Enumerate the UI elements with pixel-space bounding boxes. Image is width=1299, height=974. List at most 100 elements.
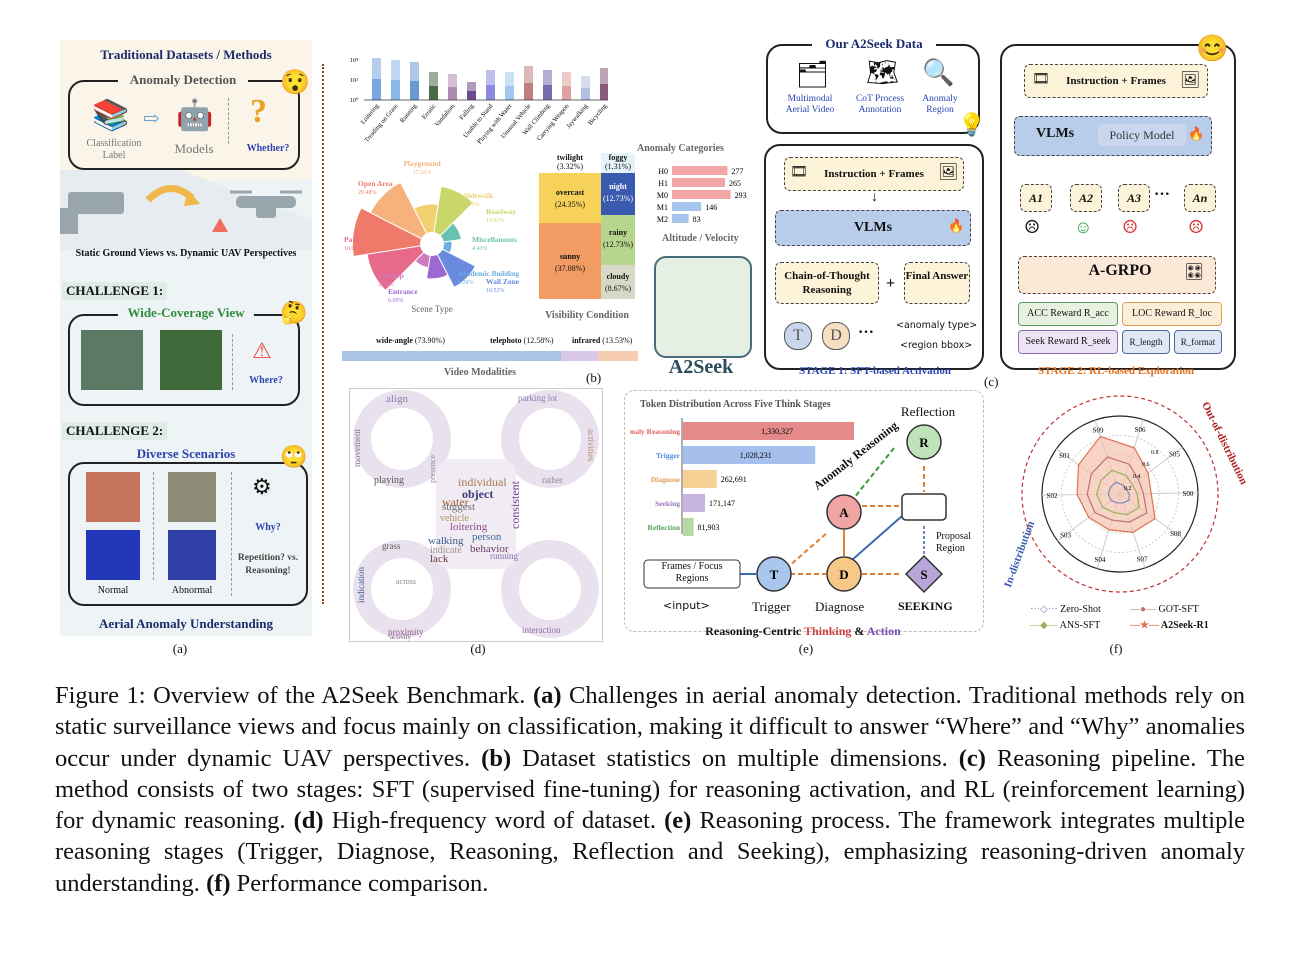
stage1-box [764,144,984,370]
node-a-label: A [839,505,849,520]
rose-hole [420,232,444,256]
divider [228,98,229,144]
token-stage-label: Anomaly Reasoning [630,427,680,436]
word: grass [382,541,401,551]
scene-slice [352,207,434,258]
category-bar-top [505,72,514,86]
data-item: Multimodal Aerial Video [785,94,835,115]
word: consistent [508,481,522,529]
vis-rainy: rainy(12.73%) [601,215,635,265]
token-value: 1,028,231 [740,451,772,460]
vis-night: night(12.73%) [601,173,635,215]
aerial-image-1 [81,330,143,390]
altitude-value: 293 [735,191,747,200]
normal-heatmap [86,530,140,580]
proposal-region-box [901,493,947,521]
category-label: Bicycling [587,102,608,126]
node-s-label: S [920,567,927,582]
reward-length: R_length [1122,330,1170,354]
scene-label: Open Area [358,179,393,188]
altitude-value: 83 [693,215,701,224]
repetition-label: Repetition? vs. Reasoning! [237,553,299,576]
arrow-right-icon: ⇨ [143,108,160,130]
stage2-box [1000,44,1236,370]
word: object [462,487,494,501]
camera-icon [68,192,124,214]
category-bar [486,85,495,100]
node-r-label: R [919,435,929,450]
stage2-vlms-label: VLMs [1036,126,1075,141]
scene-slice [431,185,474,246]
word: indicate [430,545,462,556]
category-bar-top [562,72,571,86]
surprised-face-icon: 😯 [280,70,310,96]
edge-r-a [853,447,895,499]
happy-face-icon: ☺ [1074,217,1093,237]
map-annotation-icon: 🗺 [866,58,900,87]
scene-pct: 2.58% [378,282,394,288]
normal-label: Normal [97,585,129,596]
category-bar [600,84,608,100]
radar-tick: 0.8 [1151,450,1159,456]
radar-tick: 0.2 [1124,486,1132,492]
word: vehicle [440,513,469,524]
diagnose-label: Diagnose [815,599,865,614]
radar-series [1076,435,1156,534]
film-icon: 🎞 [1032,72,1050,87]
token-bar [683,518,694,536]
category-label: Erratic [421,103,438,121]
token-d-icon: D [822,322,850,350]
radar-axis-label: S08 [1170,530,1181,538]
legend-zero-shot: ···◇··· Zero-Shot [1030,604,1101,615]
scene-label: Entrance [388,287,418,296]
reflection-label: Reflection [900,404,956,419]
stage1-instruction-box: Instruction + Frames [784,157,964,191]
radar-axis-label: S09 [1093,427,1104,435]
category-bar [581,88,590,100]
fire-icon: 🔥 [1188,126,1205,141]
token-stage-label: Reflection [648,523,681,532]
lightbulb-icon: 💡 [958,112,986,137]
policy-model: Policy Model [1098,124,1186,146]
ellipsis: ··· [858,324,875,341]
radar-series-polygon [1095,469,1140,516]
scene-label: Playground [403,159,441,168]
scene-pct: 1.29% [458,280,474,286]
drone-silhouette [353,390,599,638]
category-bar-top [524,66,533,83]
reward-loc: LOC Reward R_loc [1122,302,1222,326]
node-t [756,556,792,592]
legend-ans-sft: —◆— ANS-SFT [1030,620,1101,631]
divider [322,64,324,604]
word-cloud: align parking lot movement activities pl… [349,388,603,642]
scene-label: Park [344,235,361,244]
radar-axis-label: S06 [1135,426,1146,434]
anomaly-detection-title: Anomaly Detection [118,72,248,88]
panel-a-label: (a) [172,641,188,656]
scene-slice [369,181,434,246]
word: proximity [388,627,424,637]
category-bar-top [486,70,495,85]
wide-coverage-title: Wide-Coverage View [118,305,254,321]
question-mark-icon: ? [250,93,267,130]
abnormal-heatmap [168,530,216,580]
word: interaction [522,625,561,635]
panel-e-caption: Reasoning-Centric Thinking & Action [705,624,901,638]
category-label: Falling [458,102,476,121]
scene-pct: 10.52% [486,288,505,294]
drone-icon [236,196,296,208]
word: lack [430,553,449,565]
frames-focus-box [643,559,741,589]
modality-wide-angle [342,351,561,361]
radar-axis-label: S03 [1060,532,1071,540]
vis-sunny: sunny(37.08%) [539,223,601,299]
word: person [472,531,502,543]
token-value: 1,330,327 [761,427,793,436]
token-bar [683,422,855,440]
token-value: 171,147 [709,499,735,508]
abnormal-label: Abnormal [171,585,213,596]
token-value: 262,691 [721,475,747,484]
altitude-value: 265 [729,179,741,188]
flowchart-icon: ⚙ [252,474,272,499]
